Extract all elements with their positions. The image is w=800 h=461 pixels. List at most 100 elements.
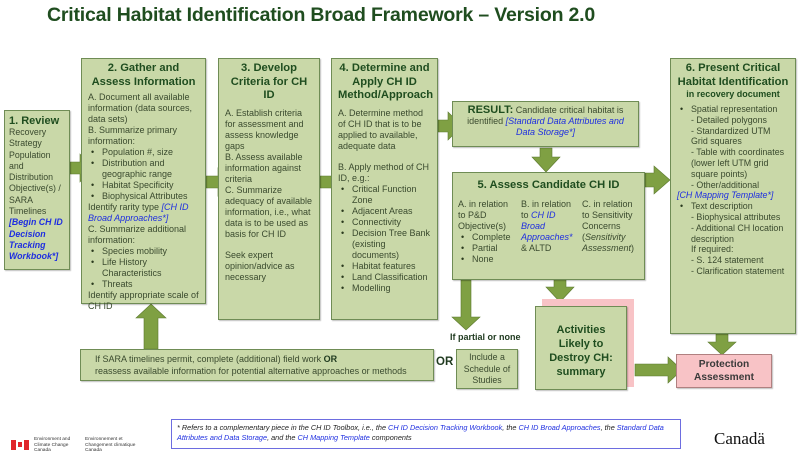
step5-assess-box: 5. Assess Candidate CH ID A. in relation… bbox=[452, 172, 645, 280]
step4-b-list: Critical Function Zone Adjacent Areas Co… bbox=[338, 184, 431, 294]
result-data-storage-link[interactable]: [Standard Data Attributes and Data Stora… bbox=[505, 116, 624, 137]
step6-heading: 6. Present Critical Habitat Identificati… bbox=[677, 62, 789, 88]
step6-spatial: Spatial representation bbox=[680, 104, 789, 115]
eccc-logo: Environment and Climate Change Canada En… bbox=[11, 437, 149, 454]
step4-method-box: 4. Determine and Apply CH ID Method/Appr… bbox=[331, 58, 438, 320]
result-box: RESULT: Candidate critical habitat is id… bbox=[452, 101, 639, 147]
step5-c-suffix: ) bbox=[631, 243, 635, 253]
step3-heading: 3. Develop Criteria for CH ID bbox=[230, 62, 308, 101]
canada-wordmark: Canadä bbox=[714, 429, 765, 448]
list-item: Life History Characteristics bbox=[91, 257, 199, 279]
step1-workbook-link[interactable]: [Begin CH ID Decision Tracking Workbook*… bbox=[9, 217, 63, 262]
step6-spatial-list: Spatial representation bbox=[677, 104, 789, 115]
result-label: RESULT: bbox=[467, 104, 514, 116]
step4-a: A. Determine method of CH ID that is to … bbox=[338, 107, 424, 151]
footnote-text: * Refers to a complementary piece in the… bbox=[177, 423, 389, 432]
step5-b-text: B. in relation to bbox=[520, 199, 572, 220]
footnote-workbook-link[interactable]: CH ID Decision Tracking Workbook bbox=[388, 423, 503, 432]
list-item: - S. 124 statement bbox=[691, 255, 764, 266]
fieldwork-line1-text: If SARA timelines permit, complete (addi… bbox=[95, 354, 324, 364]
step2-b-list: Population #, size Distribution and geog… bbox=[88, 147, 199, 202]
step5-c-text: C. in relation to Sensitivity Concerns ( bbox=[582, 199, 633, 242]
list-item: Connectivity bbox=[341, 217, 431, 228]
step1-review-box: 1. Review Recovery Strategy Population a… bbox=[4, 110, 70, 270]
or-label: OR bbox=[436, 356, 454, 368]
step6-mapping-template-link[interactable]: [CH Mapping Template*] bbox=[677, 190, 774, 201]
step5-column-a: A. in relation to P&D Objective(s) Compl… bbox=[458, 199, 515, 265]
list-item: Threats bbox=[91, 279, 199, 290]
list-item: Habitat Specificity bbox=[91, 180, 199, 191]
eccc-french: Environnement et Changement climatique C… bbox=[85, 437, 136, 453]
canada-flag-icon bbox=[11, 440, 29, 451]
footnote-text: components bbox=[369, 433, 412, 442]
step2-heading: 2. Gather and Assess Information bbox=[91, 62, 196, 88]
arrow-result-to-5 bbox=[531, 147, 561, 173]
step6-spatial-items: - Detailed polygons - Standardized UTM G… bbox=[677, 115, 789, 191]
step2-b: B. Summarize primary information: bbox=[88, 125, 178, 146]
step2-a: A. Document all available information (d… bbox=[88, 92, 193, 124]
list-item: Adjacent Areas bbox=[341, 206, 431, 217]
footnote-mapping-template-link[interactable]: CH Mapping Template bbox=[297, 433, 370, 442]
fieldwork-box: If SARA timelines permit, complete (addi… bbox=[80, 349, 434, 381]
step2-rarity-text: Identify rarity type bbox=[88, 202, 162, 212]
step5-column-c: C. in relation to Sensitivity Concerns (… bbox=[582, 199, 639, 265]
step6-text-list: Text description bbox=[677, 201, 789, 212]
arrow-activities-to-protection bbox=[634, 356, 683, 384]
list-item: Habitat features bbox=[341, 261, 431, 272]
step6-present-box: 6. Present Critical Habitat Identificati… bbox=[670, 58, 796, 334]
list-item: Land Classification bbox=[341, 272, 431, 283]
fieldwork-or: OR bbox=[323, 354, 338, 364]
step6-if-required: If required: bbox=[691, 244, 734, 255]
step2-gather-box: 2. Gather and Assess Information A. Docu… bbox=[81, 58, 206, 311]
footnote-broad-approaches-link[interactable]: CH ID Broad Approaches bbox=[518, 423, 601, 432]
list-item: - Additional CH location description bbox=[691, 222, 784, 244]
list-item: - Biophysical attributes bbox=[691, 211, 781, 222]
footnote-data-attributes-link[interactable]: Standard Data Attributes and Data Storag… bbox=[177, 423, 664, 442]
fieldwork-line2: reassess available information for poten… bbox=[95, 365, 407, 376]
diagram-title: Critical Habitat Identification Broad Fr… bbox=[47, 4, 596, 26]
step3-c: C. Summarize adequacy of available infor… bbox=[225, 184, 313, 239]
eccc-english: Environment and Climate Change Canada bbox=[34, 437, 71, 453]
step2-c: C. Summarize additional information: bbox=[88, 224, 187, 245]
partial-or-none-label: If partial or none bbox=[450, 332, 521, 342]
list-item: Decision Tree Bank (existing documents) bbox=[341, 228, 431, 261]
list-item: Species mobility bbox=[91, 246, 199, 257]
list-item: - Detailed polygons bbox=[691, 114, 767, 125]
list-item: - Table with coordinates (lower left UTM… bbox=[691, 147, 785, 179]
step2-broad-approaches-link[interactable]: [CH ID Broad Approaches*] bbox=[88, 202, 189, 223]
step5-heading: 5. Assess Candidate CH ID bbox=[477, 179, 620, 191]
step3-a: A. Establish criteria for assessment and… bbox=[225, 107, 304, 151]
step5-a-list: Complete Partial None bbox=[458, 232, 515, 265]
footnote: * Refers to a complementary piece in the… bbox=[171, 419, 681, 449]
footnote-text: , and the bbox=[267, 433, 298, 442]
step2-scale: Identify appropriate scale of CH ID bbox=[88, 290, 199, 311]
footnote-text: , the bbox=[502, 423, 519, 432]
list-item: Critical Function Zone bbox=[341, 184, 431, 206]
list-item: Modelling bbox=[341, 283, 431, 294]
step6-text-items: - Biophysical attributes - Additional CH… bbox=[677, 212, 789, 277]
step3-b: B. Assess available information against … bbox=[225, 151, 303, 184]
arrow-6-to-protection bbox=[707, 333, 737, 356]
result-text: Candidate critical habitat is identified bbox=[467, 105, 624, 126]
list-item: Partial bbox=[461, 243, 515, 254]
step5-sensitivity-assessment: Sensitivity Assessment bbox=[582, 232, 632, 253]
list-item: Distribution and geographic range bbox=[91, 158, 199, 180]
arrow-5-to-6 bbox=[644, 165, 671, 195]
fieldwork-line1: If SARA timelines permit, complete (addi… bbox=[95, 354, 419, 366]
schedule-of-studies-box: Include a Schedule of Studies bbox=[456, 349, 518, 389]
step1-text: Recovery Strategy Population and Distrib… bbox=[9, 127, 61, 217]
list-item: - Clarification statement bbox=[691, 265, 785, 276]
list-item: Population #, size bbox=[91, 147, 199, 158]
list-item: - Standardized UTM Grid squares bbox=[691, 125, 771, 147]
step1-heading: 1. Review bbox=[9, 115, 60, 127]
step4-b: B. Apply method of CH ID, e.g.: bbox=[338, 161, 430, 183]
step4-heading: 4. Determine and Apply CH ID Method/Appr… bbox=[338, 62, 434, 101]
step5-broad-approaches-link[interactable]: CH ID Broad Approaches* bbox=[520, 210, 573, 242]
footnote-text: , the bbox=[600, 423, 617, 432]
step3-criteria-box: 3. Develop Criteria for CH ID A. Establi… bbox=[218, 58, 320, 320]
arrow-5-to-partial bbox=[451, 279, 481, 331]
step2-c-list: Species mobility Life History Characteri… bbox=[88, 246, 199, 290]
step5-column-b: B. in relation to CH ID Broad Approaches… bbox=[521, 199, 576, 265]
step6-subheading: in recovery document bbox=[686, 89, 780, 99]
step2-rarity: Identify rarity type [CH ID Broad Approa… bbox=[88, 202, 199, 224]
